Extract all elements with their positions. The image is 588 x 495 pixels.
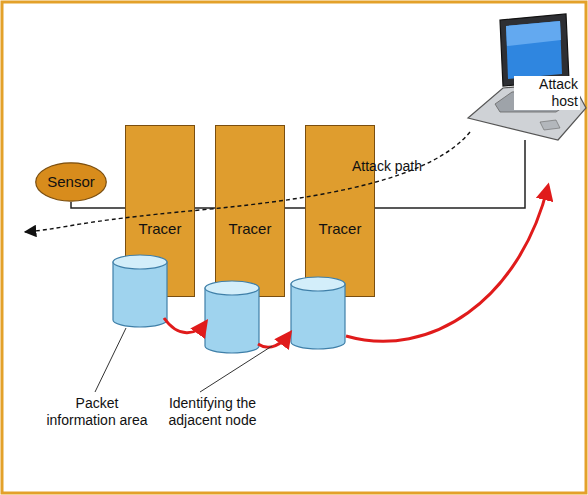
network-link: [285, 207, 305, 209]
node-label: Sensor: [35, 162, 107, 202]
trace-arrow: [164, 318, 206, 333]
tracer-box: Tracer: [305, 125, 375, 297]
tracer-box: Tracer: [215, 125, 285, 297]
database-cylinder: [113, 255, 167, 327]
node-label: Tracer: [216, 126, 284, 237]
network-link: [195, 207, 215, 209]
callout-label: Packet information area: [42, 395, 152, 429]
sensor-ellipse: Sensor: [35, 162, 107, 202]
callout-label: Identifying the adjacent node: [150, 395, 275, 429]
tracer-box: Tracer: [125, 125, 195, 297]
path-label: Attack path: [352, 158, 452, 175]
node-label: Tracer: [306, 126, 374, 237]
laptop-icon: [468, 14, 586, 140]
database-cylinder: [291, 277, 345, 349]
database-cylinders: [113, 255, 345, 353]
node-label: Tracer: [126, 126, 194, 237]
network-link: [71, 202, 125, 208]
database-cylinder: [205, 281, 259, 353]
host-label: Attack host: [514, 76, 580, 110]
leader-line: [95, 328, 126, 392]
leader-line: [200, 346, 272, 392]
trace-arrow: [258, 333, 290, 347]
attack-path-dashed: [25, 132, 470, 232]
trace-arrow: [346, 186, 548, 341]
